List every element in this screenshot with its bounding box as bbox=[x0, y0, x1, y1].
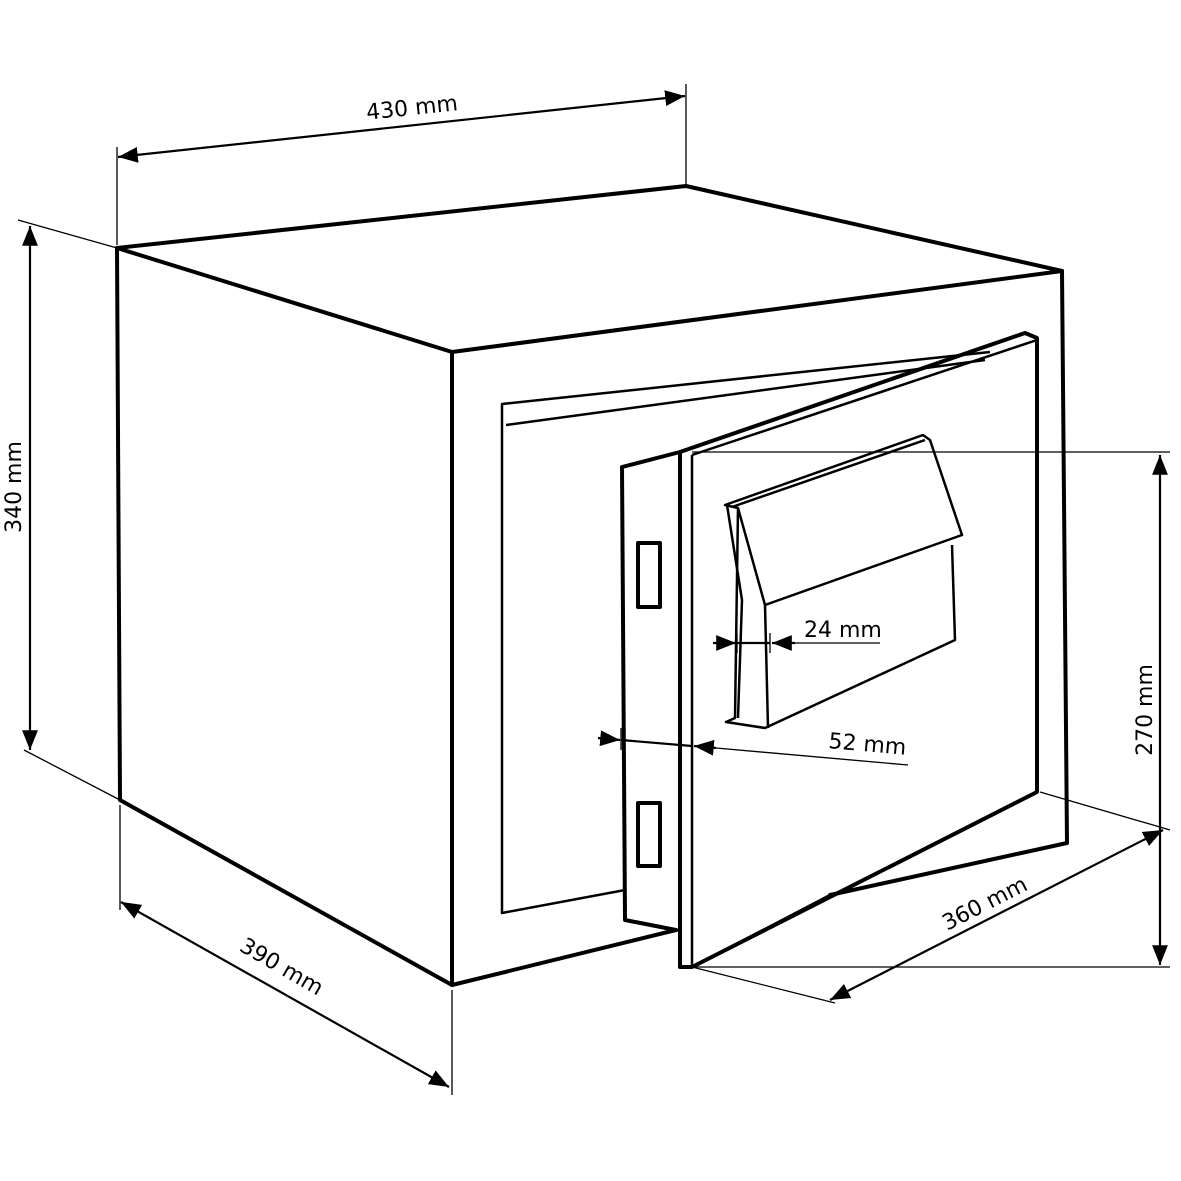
left-face bbox=[115, 246, 454, 987]
dim-door-thickness: 52 mm bbox=[597, 728, 909, 766]
door-swing-line bbox=[691, 893, 831, 969]
slot-width-label: 24 mm bbox=[804, 618, 882, 643]
slot-channel bbox=[763, 604, 770, 729]
bolt-slot-top bbox=[636, 541, 662, 609]
dim-slot-width: 24 mm bbox=[713, 618, 882, 653]
front-bottom-edge bbox=[450, 928, 678, 987]
door-side bbox=[620, 450, 682, 932]
top-face bbox=[115, 184, 1064, 354]
door-opening bbox=[500, 350, 991, 915]
door-front bbox=[678, 331, 1039, 969]
slot-flap bbox=[723, 433, 964, 607]
safe-body bbox=[115, 184, 1069, 987]
door-top-edge bbox=[691, 338, 1038, 457]
opening-inner-top bbox=[505, 358, 986, 427]
dim-height: 340 mm bbox=[2, 219, 121, 801]
dim-door-width: 360 mm bbox=[691, 791, 1171, 1004]
slot-body bbox=[724, 507, 957, 730]
width-label: 430 mm bbox=[365, 91, 459, 125]
door-height-label: 270 mm bbox=[1133, 664, 1158, 756]
bolt-slot-bottom bbox=[636, 801, 662, 868]
dim-width: 430 mm bbox=[116, 84, 687, 245]
dim-depth: 390 mm bbox=[119, 805, 453, 1095]
door-thickness-label: 52 mm bbox=[827, 729, 907, 761]
mail-slot bbox=[723, 433, 964, 730]
door bbox=[620, 331, 1039, 969]
slot-flap-inner bbox=[731, 438, 926, 509]
slot-lip bbox=[725, 504, 744, 719]
dim-door-height: 270 mm bbox=[692, 451, 1170, 968]
height-label: 340 mm bbox=[2, 441, 27, 533]
depth-label: 390 mm bbox=[235, 934, 327, 1002]
